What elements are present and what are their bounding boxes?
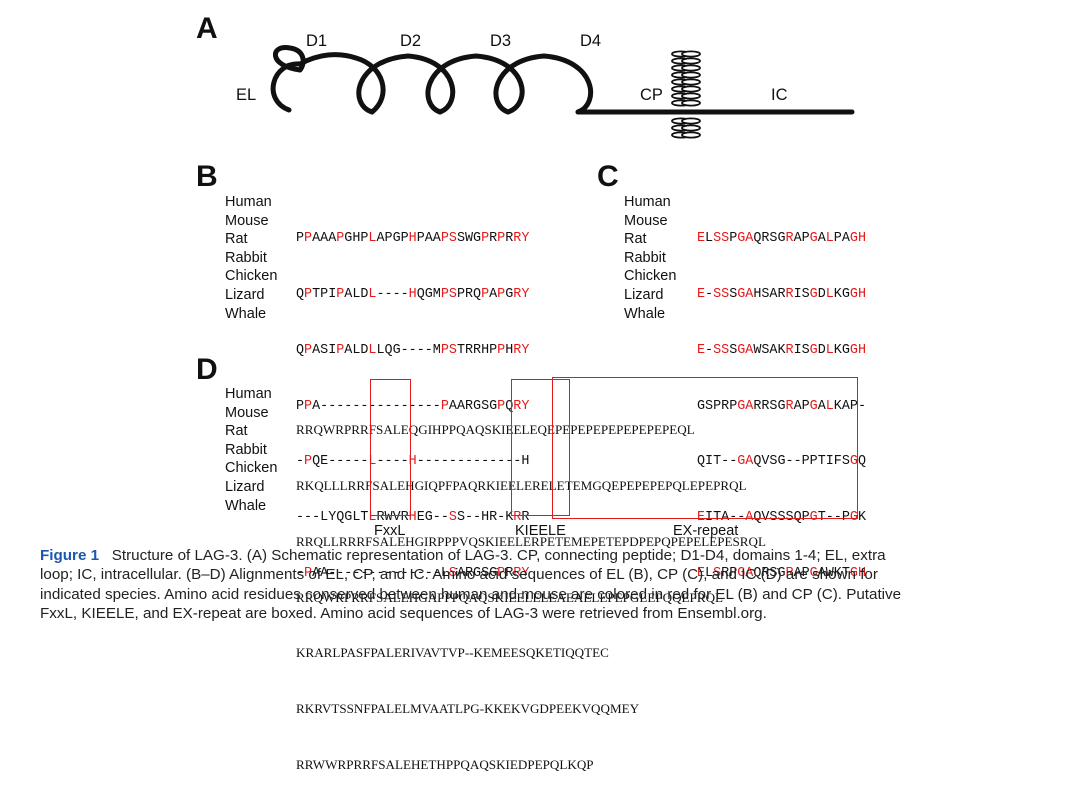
species-name: Mouse	[225, 404, 269, 421]
sequence-row: PPA---------------PAARGSGPQRY	[296, 398, 530, 414]
sequence-row: PPAAAPGHPLAPGPHPAAPSSWGPRPRRY	[296, 231, 530, 247]
sequence-row: GSPRPGARRSGRAPGALKAP-	[697, 398, 866, 414]
sequence-row: RKRVTSSNFPALELMVAATLPG-KKEKVGDPEEKVQQMEY	[296, 701, 640, 717]
fxxl-label: FxxL	[374, 523, 406, 539]
species-name: Human	[225, 194, 272, 210]
caption-text: Structure of LAG-3. (A) Schematic repres…	[111, 547, 886, 564]
species-name: Lizard	[624, 286, 664, 303]
species-name: Rabbit	[225, 441, 267, 458]
species-name: Mouse	[624, 212, 668, 229]
species-name: Rat	[624, 231, 647, 248]
domain-d2-loop	[356, 53, 456, 115]
species-name: Lizard	[225, 478, 265, 495]
caption-line: Figure 1 Structure of LAG-3. (A) Schemat…	[40, 546, 1060, 565]
sequence-row: RRQLLRRRFSALEHGIRPPPVQSKIEELERPETEMEPETE…	[296, 533, 766, 549]
cp-label: CP	[640, 86, 663, 104]
sequence-row: KRARLPASFPALERIVAVTVP--KEMEESQKETIQQTEC	[296, 645, 609, 661]
species-name: Whale	[225, 305, 267, 322]
sequence-row: -PQE-----L----H-------------H	[296, 454, 530, 470]
sequence-row: ---LYQGLTLRWVRHEG--SS--HR-KRR	[296, 510, 530, 526]
sequence-row: EITA--AQVSSSQPGT--PGK	[697, 510, 866, 526]
caption-line: FxxL, KIEELE, and EX-repeat are boxed. A…	[40, 604, 767, 622]
species-name: Lizard	[225, 286, 265, 303]
sequence-row: RRWWRPRRFSALEHETHPPQAQSKIEDPEPQLKQP	[296, 756, 594, 772]
sequence-row: ELSRPGAQRSGRAPGAWKTGH	[697, 565, 866, 581]
sequence-row: E-SSSGAHSARRISGDLKGGH	[697, 286, 866, 302]
sequence-row: ELSSPGAQRSGRAPGALPAGH	[697, 231, 866, 247]
caption-line: loop; IC, intracellular. (B–D) Alignment…	[40, 566, 878, 584]
domain-d4-loop	[493, 53, 594, 115]
species-name: Chicken	[225, 268, 278, 285]
species-list-d: Human Mouse Rat Rabbit Chicken Lizard Wh…	[225, 385, 277, 515]
species-name: Whale	[225, 497, 267, 514]
membrane-bilayer	[671, 50, 701, 139]
species-name: Rabbit	[225, 249, 267, 266]
fxxl-box	[370, 379, 411, 516]
domain-label-d3: D3	[490, 32, 512, 50]
caption-line: indicated species. Amino acid residues c…	[40, 585, 902, 603]
species-name: Rabbit	[624, 249, 666, 266]
ex-repeat-box	[552, 377, 858, 519]
domain-d1-loop	[270, 52, 386, 115]
species-list-c: Human Mouse Rat Rabbit Chicken Lizard Wh…	[624, 193, 676, 323]
kieele-box	[511, 379, 570, 516]
lag3-schematic	[270, 45, 855, 139]
species-name: Mouse	[225, 212, 269, 229]
el-label: EL	[236, 86, 257, 104]
figure-caption: Figure 1 Structure of LAG-3. (A) Schemat…	[40, 546, 1060, 623]
species-name: Chicken	[624, 268, 677, 285]
ex-repeat-label: EX-repeat	[673, 523, 739, 539]
species-name: Human	[225, 386, 272, 402]
panel-b-label: B	[196, 160, 218, 193]
figure-label: Figure 1	[40, 547, 100, 564]
sequence-row: QIT--GAQVSG--PPTIFSGQ	[697, 454, 866, 470]
domain-label-d2: D2	[400, 32, 422, 50]
sequence-row: -PAA--------------LSARGSGPRRY	[296, 565, 530, 581]
sequence-row: QPASIPALDLLQG----MPSTRRHPPHRY	[296, 342, 530, 358]
sequence-row: E-SSSGAWSAKRISGDLKGGH	[697, 342, 866, 358]
species-name: Human	[624, 194, 671, 210]
sequence-row: RRQWRPRRFSALEHGAPPPQAQSKIEELELEAEAELEPEP…	[296, 589, 724, 605]
species-name: Rat	[225, 423, 248, 440]
domain-label-d4: D4	[580, 32, 602, 50]
species-name: Rat	[225, 231, 248, 248]
species-name: Chicken	[225, 460, 278, 477]
alignment-b: PPAAAPGHPLAPGPHPAAPSSWGPRPRRY QPTPIPALDL…	[296, 193, 529, 602]
species-name: Whale	[624, 305, 666, 322]
species-list-b: Human Mouse Rat Rabbit Chicken Lizard Wh…	[225, 193, 277, 323]
alignment-c: ELSSPGAQRSGRAPGALPAGH E-SSSGAHSARRISGDLK…	[697, 193, 866, 602]
domain-label-d1: D1	[306, 32, 328, 50]
kieele-label: KIEELE	[515, 523, 566, 539]
panel-d-label: D	[196, 353, 218, 386]
panel-c-label: C	[597, 160, 619, 193]
domain-d3-loop	[425, 53, 525, 115]
sequence-row: RRQWRPRRFSALEQGIHPPQAQSKIEELEQEPEPEPEPEP…	[296, 422, 695, 438]
sequence-row: QPTPIPALDL----HQGMPSPRQPAPGRY	[296, 286, 530, 302]
ic-label: IC	[771, 86, 788, 104]
panel-a-label: A	[196, 12, 218, 45]
sequence-row: RKQLLLRRFSALEHGIQPFPAQRKIEELERELETEMGQEP…	[296, 477, 747, 493]
